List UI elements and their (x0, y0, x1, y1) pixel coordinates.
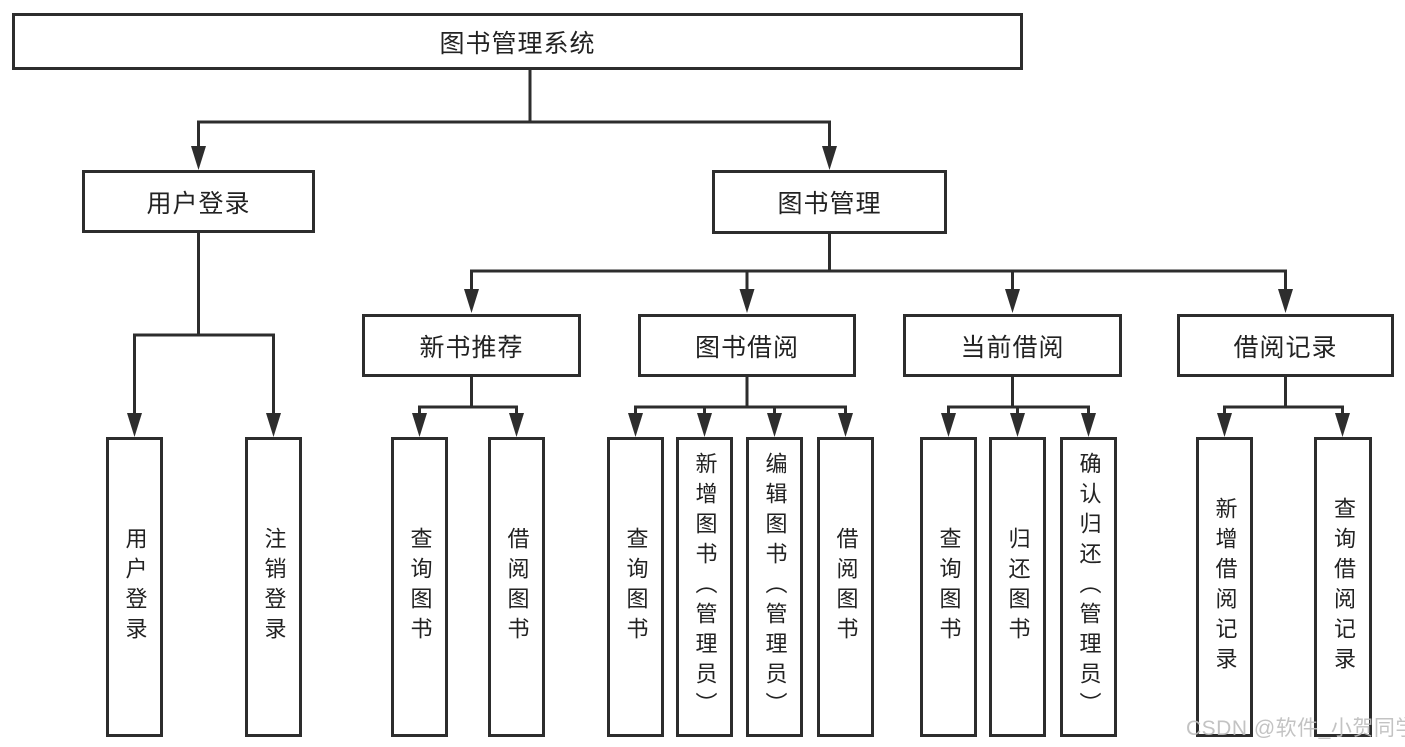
leaf-add-borrow-record-label: 新增借阅记录 (1212, 497, 1238, 677)
leaf-query-books-borrow-label: 查询图书 (623, 527, 649, 647)
node-new-book-recommend-label: 新书推荐 (419, 333, 524, 362)
leaf-return-books-label: 归还图书 (1005, 527, 1031, 647)
leaf-query-borrow-record-label: 查询借阅记录 (1331, 497, 1356, 677)
leaf-logout: 注销登录 (245, 437, 302, 737)
node-borrow-records: 借阅记录 (1177, 314, 1394, 377)
leaf-borrow-books-recommend: 借阅图书 (488, 437, 545, 737)
node-book-borrow: 图书借阅 (638, 314, 856, 377)
node-borrow-records-label: 借阅记录 (1233, 333, 1338, 362)
node-library-system: 图书管理系统 (12, 13, 1023, 70)
node-book-management: 图书管理 (712, 170, 947, 234)
leaf-add-borrow-record: 新增借阅记录 (1196, 437, 1253, 737)
leaf-query-books-recommend: 查询图书 (391, 437, 448, 737)
node-current-borrow-label: 当前借阅 (960, 333, 1065, 362)
leaf-borrow-books: 借阅图书 (817, 437, 874, 737)
leaf-query-books-borrow: 查询图书 (607, 437, 664, 737)
leaf-borrow-books-recommend-label: 借阅图书 (504, 527, 530, 647)
leaf-add-books-admin: 新增图书（管理员） (676, 437, 733, 737)
node-current-borrow: 当前借阅 (903, 314, 1122, 377)
leaf-user-login-label: 用户登录 (122, 527, 148, 647)
leaf-confirm-return-admin-label: 确认归还（管理员） (1076, 452, 1102, 722)
leaf-logout-label: 注销登录 (261, 527, 287, 647)
leaf-query-books-current-label: 查询图书 (936, 527, 962, 647)
node-book-management-label: 图书管理 (777, 190, 882, 218)
node-library-system-label: 图书管理系统 (439, 29, 596, 58)
node-book-borrow-label: 图书借阅 (694, 333, 799, 362)
leaf-borrow-books-label: 借阅图书 (833, 527, 859, 647)
leaf-confirm-return-admin: 确认归还（管理员） (1060, 437, 1117, 737)
leaf-edit-books-admin: 编辑图书（管理员） (746, 437, 803, 737)
leaf-return-books: 归还图书 (989, 437, 1046, 737)
leaf-query-borrow-record: 查询借阅记录 (1314, 437, 1372, 737)
leaf-query-books-recommend-label: 查询图书 (407, 527, 433, 647)
node-new-book-recommend: 新书推荐 (362, 314, 581, 377)
csdn-watermark: CSDN @软件_小贺同学 (1186, 717, 1405, 740)
leaf-edit-books-admin-label: 编辑图书（管理员） (762, 452, 788, 722)
node-user-login-label: 用户登录 (146, 189, 251, 218)
node-user-login: 用户登录 (82, 170, 315, 233)
leaf-query-books-current: 查询图书 (920, 437, 977, 737)
leaf-add-books-admin-label: 新增图书（管理员） (692, 452, 718, 722)
leaf-user-login: 用户登录 (106, 437, 163, 737)
